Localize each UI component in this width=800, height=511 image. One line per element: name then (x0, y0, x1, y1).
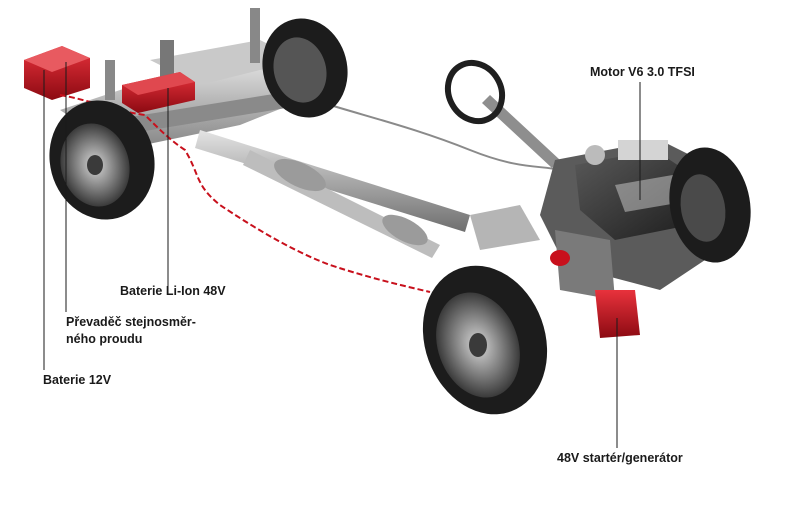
hv-cable (59, 94, 431, 293)
label-battery-12v: Baterie 12V (43, 373, 112, 387)
starter-generator-48v (550, 250, 640, 338)
battery-12v (24, 46, 90, 100)
label-dc-converter-line1: Převaděč stejnosměr- (66, 315, 196, 329)
leader-lines (43, 62, 641, 448)
battery-li-ion-48v (122, 72, 195, 113)
steering (444, 59, 560, 168)
driveshaft (195, 130, 540, 258)
wheel-front-right (669, 147, 751, 263)
wheel-rear-right (262, 18, 348, 118)
label-starter-generator: 48V startér/generátor (557, 451, 683, 465)
fuel-line (329, 104, 561, 171)
wheel-front-left (422, 265, 548, 415)
wheel-rear-left (49, 100, 155, 220)
label-dc-converter: Převaděč stejnosměr- ného proudu (66, 314, 196, 348)
label-engine: Motor V6 3.0 TFSI (590, 65, 695, 79)
label-li-ion-battery: Baterie Li-Ion 48V (120, 284, 226, 298)
label-dc-converter-line2: ného proudu (66, 332, 143, 346)
